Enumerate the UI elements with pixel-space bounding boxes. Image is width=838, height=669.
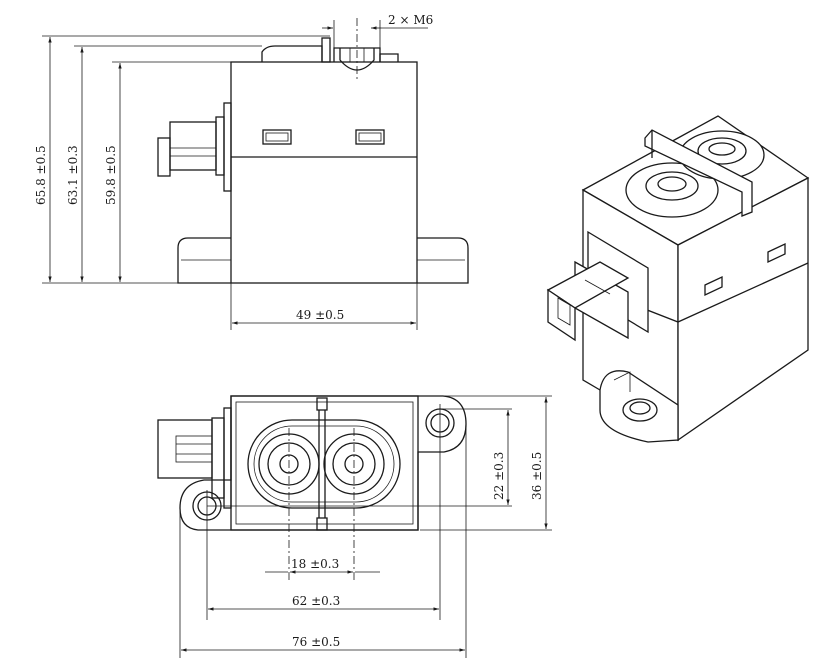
front-view xyxy=(157,18,469,284)
iso-mount-foot xyxy=(599,370,679,443)
width-dimension-side: 49 ±0.5 xyxy=(230,283,418,330)
dim-overall-length: 76 ±0.5 xyxy=(292,635,340,649)
top-connector xyxy=(157,407,232,509)
overall-length-dimension: 76 ±0.5 xyxy=(179,424,467,658)
top-view xyxy=(157,395,467,620)
vertical-top-view-dimensions: 22 ±0.3 36 ±0.5 xyxy=(207,395,552,531)
vent-slot-right xyxy=(355,129,385,145)
front-connector xyxy=(157,102,232,192)
dim-height-body: 59.8 ±0.5 xyxy=(104,145,118,205)
mount-pitch-x-dimension: 62 ±0.3 xyxy=(208,594,439,611)
dim-mount-pitch-x: 62 ±0.3 xyxy=(292,594,340,608)
front-mount-base xyxy=(177,237,469,284)
dim-mount-pitch-y: 22 ±0.3 xyxy=(492,452,506,500)
dim-overall-width: 36 ±0.5 xyxy=(530,452,544,500)
vent-slot-left xyxy=(262,129,292,145)
height-dimensions: 65.8 ±0.5 63.1 ±0.3 59.8 ±0.5 xyxy=(34,35,330,284)
isometric-view xyxy=(546,115,810,443)
front-view-body xyxy=(230,61,418,284)
thread-label: 2 × M6 xyxy=(388,13,433,27)
top-view-flange xyxy=(179,395,467,531)
dim-stud-pitch: 18 ±0.3 xyxy=(291,557,339,571)
dim-height-mid: 63.1 ±0.3 xyxy=(66,145,80,205)
iso-connector xyxy=(546,230,649,342)
iso-stud-left xyxy=(625,162,719,218)
dim-width-side: 49 ±0.5 xyxy=(296,308,344,322)
thread-callout: 2 × M6 xyxy=(322,13,433,48)
stud-housing xyxy=(247,419,401,509)
stud-pitch-dimension: 18 ±0.3 xyxy=(265,557,380,574)
iso-divider xyxy=(644,129,753,217)
dim-height-total: 65.8 ±0.5 xyxy=(34,145,48,205)
